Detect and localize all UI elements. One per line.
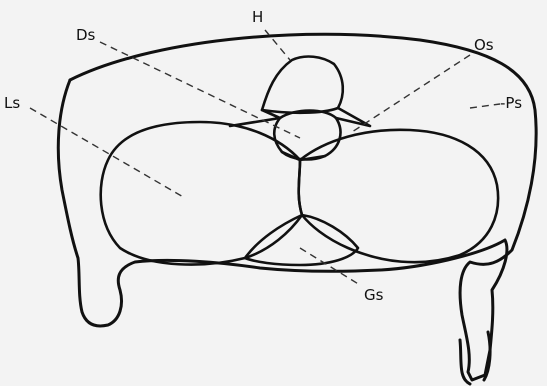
label-ps: -Ps [500,94,522,112]
right-lobe [299,130,498,262]
label-ds: Ds [76,26,96,44]
os-leader-line [352,55,470,132]
outer-body-outline [70,34,536,380]
right-appendage-outline [460,332,490,384]
h-top-chamber [262,57,343,113]
label-ls: Ls [4,94,20,112]
label-h: H [252,8,263,26]
label-gs: Gs [364,286,384,304]
gs-bottom-chamber [245,215,358,265]
ls-leader-line [30,108,185,198]
connective-lines [230,108,370,160]
ps-leader-line [470,104,500,108]
ls-left-lobe [101,122,302,265]
left-body-outline [58,80,380,326]
label-os: Os [474,36,494,54]
